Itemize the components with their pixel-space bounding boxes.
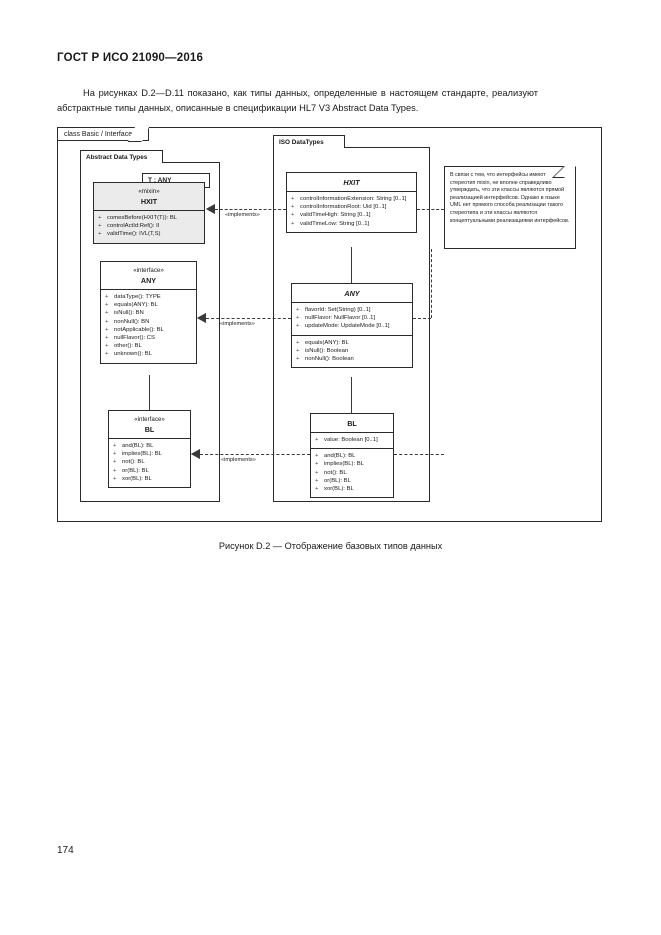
class-iso-any-attributes: +flavorId: Set(String) [0..1] +nullFlavo…: [292, 302, 412, 335]
class-member: +xor(BL): BL: [113, 475, 152, 482]
class-member: +and(BL): BL: [113, 443, 154, 449]
implements-hxit-line: [215, 209, 286, 210]
class-member: +notApplicable(): BL: [105, 326, 164, 333]
class-abstract-bl-operations: +and(BL): BL +implies(BL): BL +not(): BL…: [109, 438, 190, 488]
class-member: +or(BL): BL: [315, 477, 351, 484]
class-member: +nonNull(): Boolean: [296, 356, 354, 363]
class-abstract-bl: «interface» BL +and(BL): BL +implies(BL)…: [108, 410, 191, 489]
class-member: +and(BL): BL: [315, 453, 356, 460]
class-iso-bl-name: BL: [347, 419, 357, 428]
class-member: +validTime(): IVL(T,S): [98, 231, 161, 238]
class-iso-any: ANY +flavorId: Set(String) [0..1] +nullF…: [291, 283, 413, 369]
diagram-frame-label: class Basic / Interface: [58, 128, 150, 141]
class-iso-hxit-header: HXIT: [287, 173, 416, 191]
implements-bl-line: [200, 454, 310, 455]
class-member: +isNull(): Boolean: [296, 347, 349, 354]
class-member: +equals(ANY): BL: [105, 302, 158, 309]
implements-any-label: «implements»: [220, 321, 255, 327]
class-abstract-hxit-name: HXIT: [140, 197, 158, 206]
class-member: +isNull(): BN: [105, 310, 144, 317]
class-abstract-bl-header: «interface» BL: [109, 411, 190, 438]
class-abstract-hxit: «mixin» HXIT +comesBefore(HXIT(T)): BL +…: [93, 182, 205, 244]
class-abstract-bl-stereotype: «interface»: [134, 416, 165, 423]
class-iso-bl-attributes: +value: Boolean [0..1]: [311, 432, 393, 449]
implements-bl-label: «implements»: [221, 457, 256, 463]
class-member: +validTimeHigh: String [0..1]: [291, 212, 371, 219]
class-member: +xor(BL): BL: [315, 486, 354, 493]
class-member: +equals(ANY): BL: [296, 339, 349, 346]
class-iso-bl: BL +value: Boolean [0..1] +and(BL): BL +…: [310, 413, 394, 499]
class-abstract-any-name: ANY: [140, 276, 157, 285]
note-anchor-vertical: [431, 249, 432, 318]
intro-paragraph: На рисунках D.2—D.11 показано, как типы …: [57, 86, 538, 115]
class-member: +dataType(): TYPE: [105, 294, 161, 300]
class-abstract-any-operations: +dataType(): TYPE +equals(ANY): BL +isNu…: [101, 289, 196, 363]
class-abstract-hxit-header: «mixin» HXIT: [94, 183, 204, 210]
class-member: +not(): BL: [113, 459, 145, 466]
class-member: +nullFlavor: NullFlavor [0..1]: [296, 315, 376, 322]
class-abstract-bl-name: BL: [144, 425, 155, 434]
class-member: +updateMode: UpdateMode [0..1]: [296, 323, 390, 330]
class-member: +value: Boolean [0..1]: [315, 437, 378, 443]
note-anchor-hxit: [417, 209, 444, 210]
note-anchor-bl: [394, 454, 444, 455]
class-iso-bl-header: BL: [311, 414, 393, 432]
generalization-abstract-bl-to-any-line: [149, 375, 150, 410]
package-iso-label: ISO DataTypes: [273, 135, 345, 148]
class-iso-any-header: ANY: [292, 284, 412, 302]
class-abstract-any-header: «interface» ANY: [101, 262, 196, 289]
class-member: +unknown(): BL: [105, 351, 152, 358]
uml-diagram-frame: class Basic / Interface Abstract Data Ty…: [57, 127, 602, 522]
class-member: +nonNull(): BN: [105, 318, 150, 325]
class-member: +or(BL): BL: [113, 467, 149, 474]
note-anchor-any: [413, 318, 431, 319]
class-member: +implies(BL): BL: [113, 451, 162, 458]
class-iso-any-name: ANY: [344, 289, 360, 298]
class-abstract-hxit-stereotype: «mixin»: [138, 188, 160, 195]
generalization-any-to-hxit-line: [351, 247, 352, 283]
implements-hxit-label: «implements»: [225, 212, 260, 218]
class-member: +controlInformationRoot: Uid [0..1]: [291, 204, 387, 211]
class-member: +flavorId: Set(String) [0..1]: [296, 307, 371, 313]
class-iso-hxit: HXIT +controlInformationExtension: Strin…: [286, 172, 417, 233]
class-member: +controlActId:Ref(): II: [98, 223, 160, 230]
implements-any-line: [206, 318, 291, 319]
figure-caption: Рисунок D.2 — Отображение базовых типов …: [218, 541, 443, 551]
class-member: +not(): BL: [315, 469, 347, 476]
class-iso-hxit-attributes: +controlInformationExtension: String [0.…: [287, 191, 416, 232]
class-member: +controlInformationExtension: String [0.…: [291, 196, 407, 202]
diagram-note: В связи с тем, что интерфейсы имеют стер…: [444, 166, 576, 249]
class-abstract-hxit-operations: +comesBefore(HXIT(T)): BL +controlActId:…: [94, 210, 204, 243]
class-iso-hxit-name: HXIT: [343, 178, 360, 187]
class-member: +nullFlavor(): CS: [105, 335, 155, 342]
generalization-bl-to-any-line: [351, 377, 352, 413]
class-abstract-any: «interface» ANY +dataType(): TYPE +equal…: [100, 261, 197, 364]
intro-text: На рисунках D.2—D.11 показано, как типы …: [57, 88, 538, 113]
package-abstract-label: Abstract Data Types: [80, 150, 163, 163]
class-iso-bl-operations: +and(BL): BL +implies(BL): BL +not(): BL…: [311, 448, 393, 498]
class-iso-any-operations: +equals(ANY): BL +isNull(): Boolean +non…: [292, 334, 412, 368]
class-member: +other(): BL: [105, 343, 142, 350]
class-member: +validTimeLow: String [0..1]: [291, 220, 370, 227]
class-member: +comesBefore(HXIT(T)): BL: [98, 215, 178, 221]
class-member: +implies(BL): BL: [315, 461, 364, 468]
page-header: ГОСТ Р ИСО 21090—2016: [57, 52, 204, 64]
class-abstract-any-stereotype: «interface»: [133, 267, 164, 274]
page-number: 174: [57, 845, 74, 856]
